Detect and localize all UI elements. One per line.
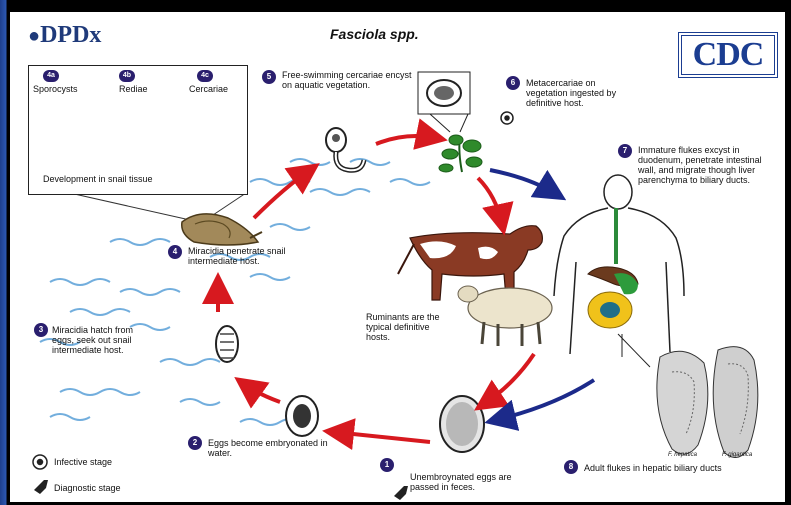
diagram-title: Fasciola spp. bbox=[330, 26, 419, 42]
species-gigantica-label: F. gigantica bbox=[722, 450, 752, 460]
sporocysts-label: Sporocysts bbox=[33, 84, 78, 94]
step-3-text: Miracidia hatch from eggs, seek out snai… bbox=[52, 325, 148, 355]
diagnostic-icon bbox=[34, 480, 48, 494]
step-4-text: Miracidia penetrate snail intermediate h… bbox=[188, 246, 318, 266]
legend-diagnostic-label: Diagnostic stage bbox=[54, 483, 121, 493]
step-4b-badge: 4b bbox=[119, 70, 135, 82]
unembryonated-egg-illustration bbox=[440, 396, 484, 452]
free-cercaria-illustration bbox=[326, 128, 364, 170]
rediae-label: Rediae bbox=[119, 84, 148, 94]
step-7-badge: 7 bbox=[618, 144, 632, 158]
step-4c-badge: 4c bbox=[197, 70, 213, 82]
step-6-text: Metacercariae on vegetation ingested by … bbox=[526, 78, 636, 108]
cdc-logo: CDC bbox=[678, 32, 778, 78]
plant-illustration bbox=[439, 135, 482, 172]
step-1-text: Unembroynated eggs are passed in feces. bbox=[410, 472, 530, 492]
biohazard-icon bbox=[33, 455, 47, 469]
step-7-text: Immature flukes excyst in duodenum, pene… bbox=[638, 145, 780, 185]
legend-infective-label: Infective stage bbox=[54, 457, 112, 467]
host-note: Ruminants are the typical definitive hos… bbox=[366, 312, 446, 342]
development-caption: Development in snail tissue bbox=[43, 174, 153, 184]
adult-fluke-gigantica bbox=[713, 347, 758, 458]
miracidium-illustration bbox=[216, 326, 238, 362]
step-2-badge: 2 bbox=[188, 436, 202, 450]
step-8-text: Adult flukes in hepatic biliary ducts bbox=[584, 463, 784, 473]
digestive-organs bbox=[588, 208, 638, 328]
development-box: 4a 4b 4c Sporocysts Rediae Cercariae Dev… bbox=[28, 65, 248, 195]
human-illustration bbox=[554, 175, 684, 354]
step-5-text: Free-swimming cercariae encyst on aquati… bbox=[282, 70, 412, 90]
embryonated-egg-illustration bbox=[286, 396, 318, 436]
step-8-badge: 8 bbox=[564, 460, 578, 474]
adult-fluke-hepatica bbox=[657, 351, 708, 454]
step-6-badge: 6 bbox=[506, 76, 520, 90]
snail-illustration bbox=[182, 214, 262, 245]
diagnostic-icon-step1 bbox=[394, 486, 408, 500]
step-4-badge: 4 bbox=[168, 245, 182, 259]
step-4a-badge: 4a bbox=[43, 70, 59, 82]
water-waves bbox=[40, 159, 430, 425]
step-3-badge: 3 bbox=[34, 323, 48, 337]
step-2-text: Eggs become embryonated in water. bbox=[208, 438, 338, 458]
dpdx-logo: ●DPDx bbox=[28, 22, 101, 49]
sheep-illustration bbox=[458, 286, 552, 346]
biohazard-icon-step6 bbox=[501, 112, 513, 124]
metacercaria-illustration bbox=[418, 72, 470, 132]
species-hepatica-label: F. hepatica bbox=[668, 450, 697, 460]
dpdx-logo-mark: ● bbox=[28, 25, 40, 47]
cercariae-label: Cercariae bbox=[189, 84, 228, 94]
diagram-canvas: ●DPDx Fasciola spp. CDC 4a 4b 4c Sporocy… bbox=[10, 12, 785, 502]
step-5-badge: 5 bbox=[262, 70, 276, 84]
step-1-badge: 1 bbox=[380, 458, 394, 472]
